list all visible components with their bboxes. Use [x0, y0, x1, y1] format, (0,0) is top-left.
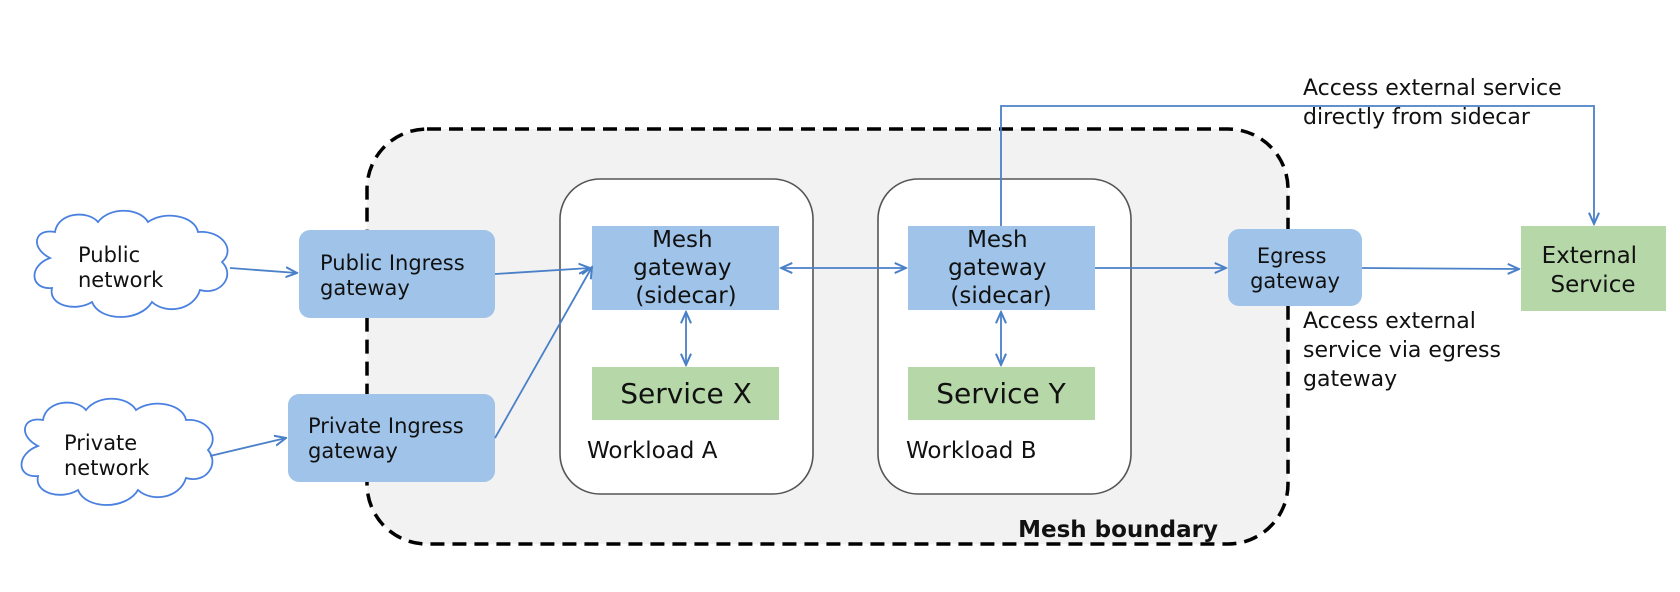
- mesh-gateway-b-label: Mesh gateway (sidecar): [948, 227, 1054, 309]
- cloud-icon: [33, 209, 229, 318]
- public-network-cloud: Public network: [33, 209, 229, 318]
- service-y[interactable]: [908, 367, 1095, 420]
- mesh-gateway-b[interactable]: [908, 226, 1095, 310]
- mesh-boundary: [365, 127, 1290, 546]
- edge-public-network-to-public-ingress: [229, 268, 297, 273]
- annotation-direct-access: Access external service directly from si…: [1303, 76, 1569, 130]
- annotation-via-egress: Access external service via egress gatew…: [1303, 309, 1508, 392]
- private-network-cloud: Private network: [20, 397, 214, 506]
- egress-gateway-label: Egress gateway: [1250, 244, 1340, 293]
- workload-a-label: Workload A: [587, 438, 718, 464]
- service-y-label: Service Y: [936, 377, 1066, 410]
- edge-egress-to-external: [1361, 268, 1519, 269]
- mesh-boundary-label: Mesh boundary: [1018, 517, 1218, 543]
- edge-private-network-to-private-ingress: [209, 438, 286, 457]
- cloud-icon: [20, 397, 214, 506]
- edge-mesh-b-direct-to-external: [1000, 105, 1594, 226]
- service-x-label: Service X: [620, 377, 752, 410]
- external-service-label: External Service: [1542, 243, 1645, 298]
- external-service[interactable]: [1521, 226, 1666, 311]
- public-network-label: Public network: [78, 243, 164, 292]
- public-ingress-gateway[interactable]: [299, 230, 495, 318]
- mesh-gateway-a-label: Mesh gateway (sidecar): [633, 227, 739, 309]
- workload-b-label: Workload B: [906, 438, 1037, 464]
- private-network-label: Private network: [64, 431, 150, 480]
- service-x[interactable]: [592, 367, 779, 420]
- mesh-gateway-a[interactable]: [592, 226, 779, 310]
- edge-private-ingress-to-mesh-a: [494, 267, 592, 439]
- egress-gateway[interactable]: [1228, 229, 1362, 306]
- public-ingress-gateway-label: Public Ingress gateway: [320, 251, 471, 300]
- edge-public-ingress-to-mesh-a: [494, 268, 590, 275]
- private-ingress-gateway[interactable]: [288, 394, 495, 482]
- private-ingress-gateway-label: Private Ingress gateway: [308, 414, 470, 463]
